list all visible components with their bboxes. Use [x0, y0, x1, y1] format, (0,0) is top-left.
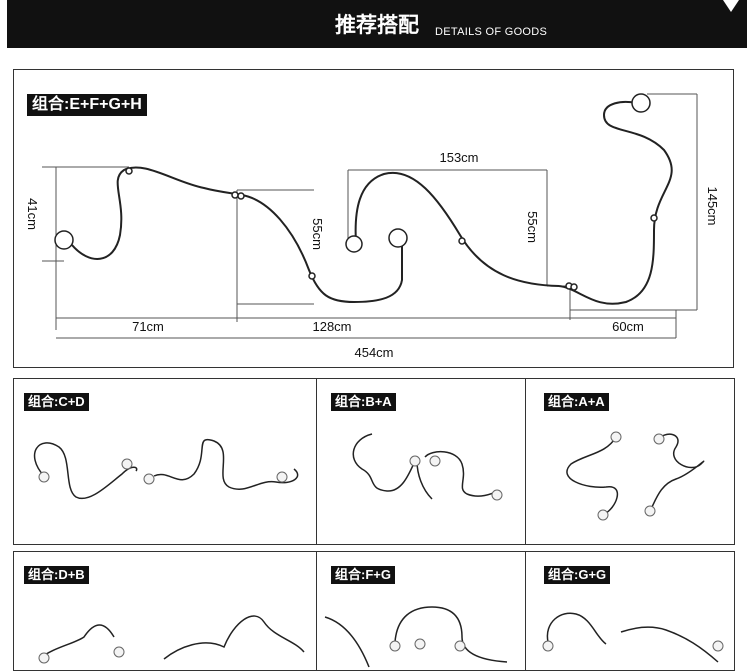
combo-panel-fg: 组合:F+G [316, 551, 526, 671]
combo-drawing-db [38, 615, 305, 664]
dim-height-mid2: 55cm [525, 211, 540, 243]
combo-drawing-fg [324, 606, 508, 668]
combo-label: 组合:D+B [24, 566, 89, 584]
dim-seg2: 128cm [312, 319, 351, 334]
combo-panel-aa: 组合:A+A [525, 378, 735, 545]
main-combo-drawing: 41cm 55cm 55cm 145cm 153cm 71cm 128cm 60… [25, 93, 720, 360]
combo-label: 组合:E+F+G+H [27, 94, 147, 116]
dim-total: 454cm [354, 345, 393, 360]
header-title: 推荐搭配 [335, 13, 419, 37]
combo-panel-db: 组合:D+B [13, 551, 317, 671]
dim-top-width: 153cm [439, 150, 478, 165]
combo-drawing-gg [542, 612, 724, 663]
combo-label: 组合:G+G [544, 566, 611, 584]
combo-panel-gg: 组合:G+G [525, 551, 735, 671]
dim-seg1: 71cm [132, 319, 164, 334]
combo-label: 组合:A+A [544, 393, 609, 411]
dim-height-mid: 55cm [310, 218, 325, 250]
combo-label: 组合:C+D [24, 393, 89, 411]
triangle-down-icon [723, 0, 739, 12]
header-subtitle: DETAILS OF GOODS [435, 26, 548, 38]
combo-label: 组合:B+A [331, 393, 396, 411]
combo-panel-cd: 组合:C+D [13, 378, 317, 545]
combo-panel-ba: 组合:B+A [316, 378, 526, 545]
combo-drawing-aa [566, 431, 705, 521]
combo-drawing-ba [352, 433, 503, 501]
section-header: 推荐搭配 DETAILS OF GOODS [7, 0, 747, 48]
combo-label: 组合:F+G [331, 566, 395, 584]
combo-drawing-cd [33, 438, 299, 500]
main-combo-panel: 组合:E+F+G+H [13, 69, 734, 368]
dim-height-right: 145cm [705, 186, 720, 225]
dim-seg3: 60cm [612, 319, 644, 334]
dim-height-left: 41cm [25, 198, 40, 230]
